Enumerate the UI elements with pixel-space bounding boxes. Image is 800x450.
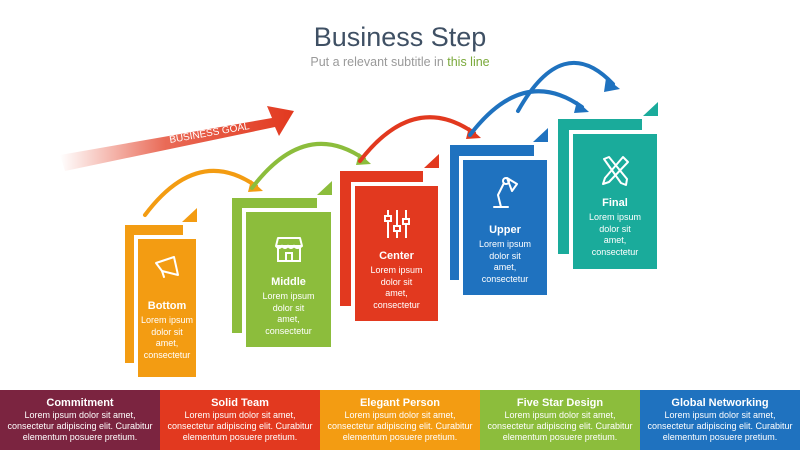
- footer-text-line: consectetur adipiscing elit. Curabitur: [167, 421, 313, 431]
- page-title: Business Step: [313, 22, 487, 52]
- step-text-line: dolor sit: [599, 223, 631, 234]
- equalizer-icon: [382, 208, 412, 245]
- footer-text-line: consectetur adipiscing elit. Curabitur: [647, 421, 793, 431]
- footer-text-line: consectetur adipiscing elit. Curabitur: [7, 421, 153, 431]
- step-text-line: amet,: [155, 338, 179, 348]
- corner-triangle: [182, 208, 197, 222]
- corner-triangle: [533, 128, 548, 142]
- page-subtitle: Put a relevant subtitle in this line: [0, 55, 800, 69]
- step-text-line: dolor sit: [151, 326, 183, 337]
- corner-triangle: [317, 181, 332, 195]
- step-title: Final: [602, 197, 628, 209]
- connector-arc: [143, 168, 258, 217]
- step-text-line: amet,: [603, 235, 627, 245]
- step-title: Middle: [271, 276, 306, 288]
- footer-text-line: elementum posuere pretium.: [342, 432, 458, 442]
- step-text-line: amet,: [385, 288, 408, 298]
- step-text-line: dolor sit: [272, 302, 305, 313]
- footer-text-line: Lorem ipsum dolor sit amet,: [664, 410, 776, 420]
- footer-title: Five Star Design: [516, 397, 604, 409]
- footer-text-line: consectetur adipiscing elit. Curabitur: [327, 421, 473, 431]
- connector-arc: [250, 141, 366, 190]
- connector-arc: [516, 60, 615, 113]
- footer-text-line: Lorem ipsum dolor sit amet,: [504, 410, 616, 420]
- connector-arrowhead: [574, 101, 589, 113]
- footer-text-line: elementum posuere pretium.: [502, 432, 618, 442]
- footer-title: Commitment: [46, 397, 114, 409]
- step-text-line: Lorem ipsum: [262, 291, 315, 301]
- footer-title: Elegant Person: [359, 397, 441, 409]
- step-text-line: amet,: [493, 262, 517, 272]
- step-text-line: consectetur: [481, 273, 529, 284]
- step-title: Upper: [489, 224, 521, 236]
- step-text-line: consectetur: [373, 299, 420, 310]
- step-title: Center: [379, 250, 414, 262]
- step-text-line: dolor sit: [489, 250, 521, 261]
- footer-text-line: elementum posuere pretium.: [662, 432, 778, 442]
- step-text-line: Lorem ipsum: [588, 212, 642, 222]
- desk-lamp-icon: [490, 175, 520, 214]
- subtitle-highlight: this line: [447, 55, 490, 69]
- step-text-line: consectetur: [591, 246, 639, 257]
- footer-text-line: elementum posuere pretium.: [182, 432, 298, 442]
- footer-text-line: Lorem ipsum dolor sit amet,: [184, 410, 296, 420]
- corner-triangle: [643, 102, 658, 116]
- step-text-line: Lorem ipsum: [478, 239, 532, 249]
- business-goal-label: BUSINESS GOAL: [169, 121, 251, 146]
- corner-triangle: [424, 154, 439, 168]
- footer-text-line: Lorem ipsum dolor sit amet,: [344, 410, 456, 420]
- design-tools-icon: [599, 154, 631, 193]
- footer-title: Solid Team: [211, 397, 269, 409]
- business-goal-arrow: BUSINESS GOAL: [60, 106, 294, 171]
- connector-arc: [468, 89, 584, 137]
- step-title: Bottom: [147, 300, 187, 312]
- footer-text-line: Lorem ipsum dolor sit amet,: [24, 410, 136, 420]
- store-icon: [274, 234, 304, 269]
- megaphone-icon: [153, 255, 181, 284]
- footer-title: Global Networking: [671, 397, 769, 409]
- step-text-line: Lorem ipsum: [140, 315, 194, 325]
- step-text-line: consectetur: [143, 349, 191, 360]
- connector-arrowhead: [604, 78, 620, 92]
- step-text-line: amet,: [277, 314, 300, 324]
- footer-text-line: consectetur adipiscing elit. Curabitur: [487, 421, 633, 431]
- footer-text-line: elementum posuere pretium.: [22, 432, 138, 442]
- step-connector-arrows: [143, 60, 620, 217]
- subtitle-text: Put a relevant subtitle in: [310, 55, 448, 69]
- step-text-line: dolor sit: [380, 276, 413, 287]
- step-text-line: consectetur: [265, 325, 312, 336]
- connector-arc: [358, 115, 476, 163]
- step-text-line: Lorem ipsum: [370, 265, 423, 275]
